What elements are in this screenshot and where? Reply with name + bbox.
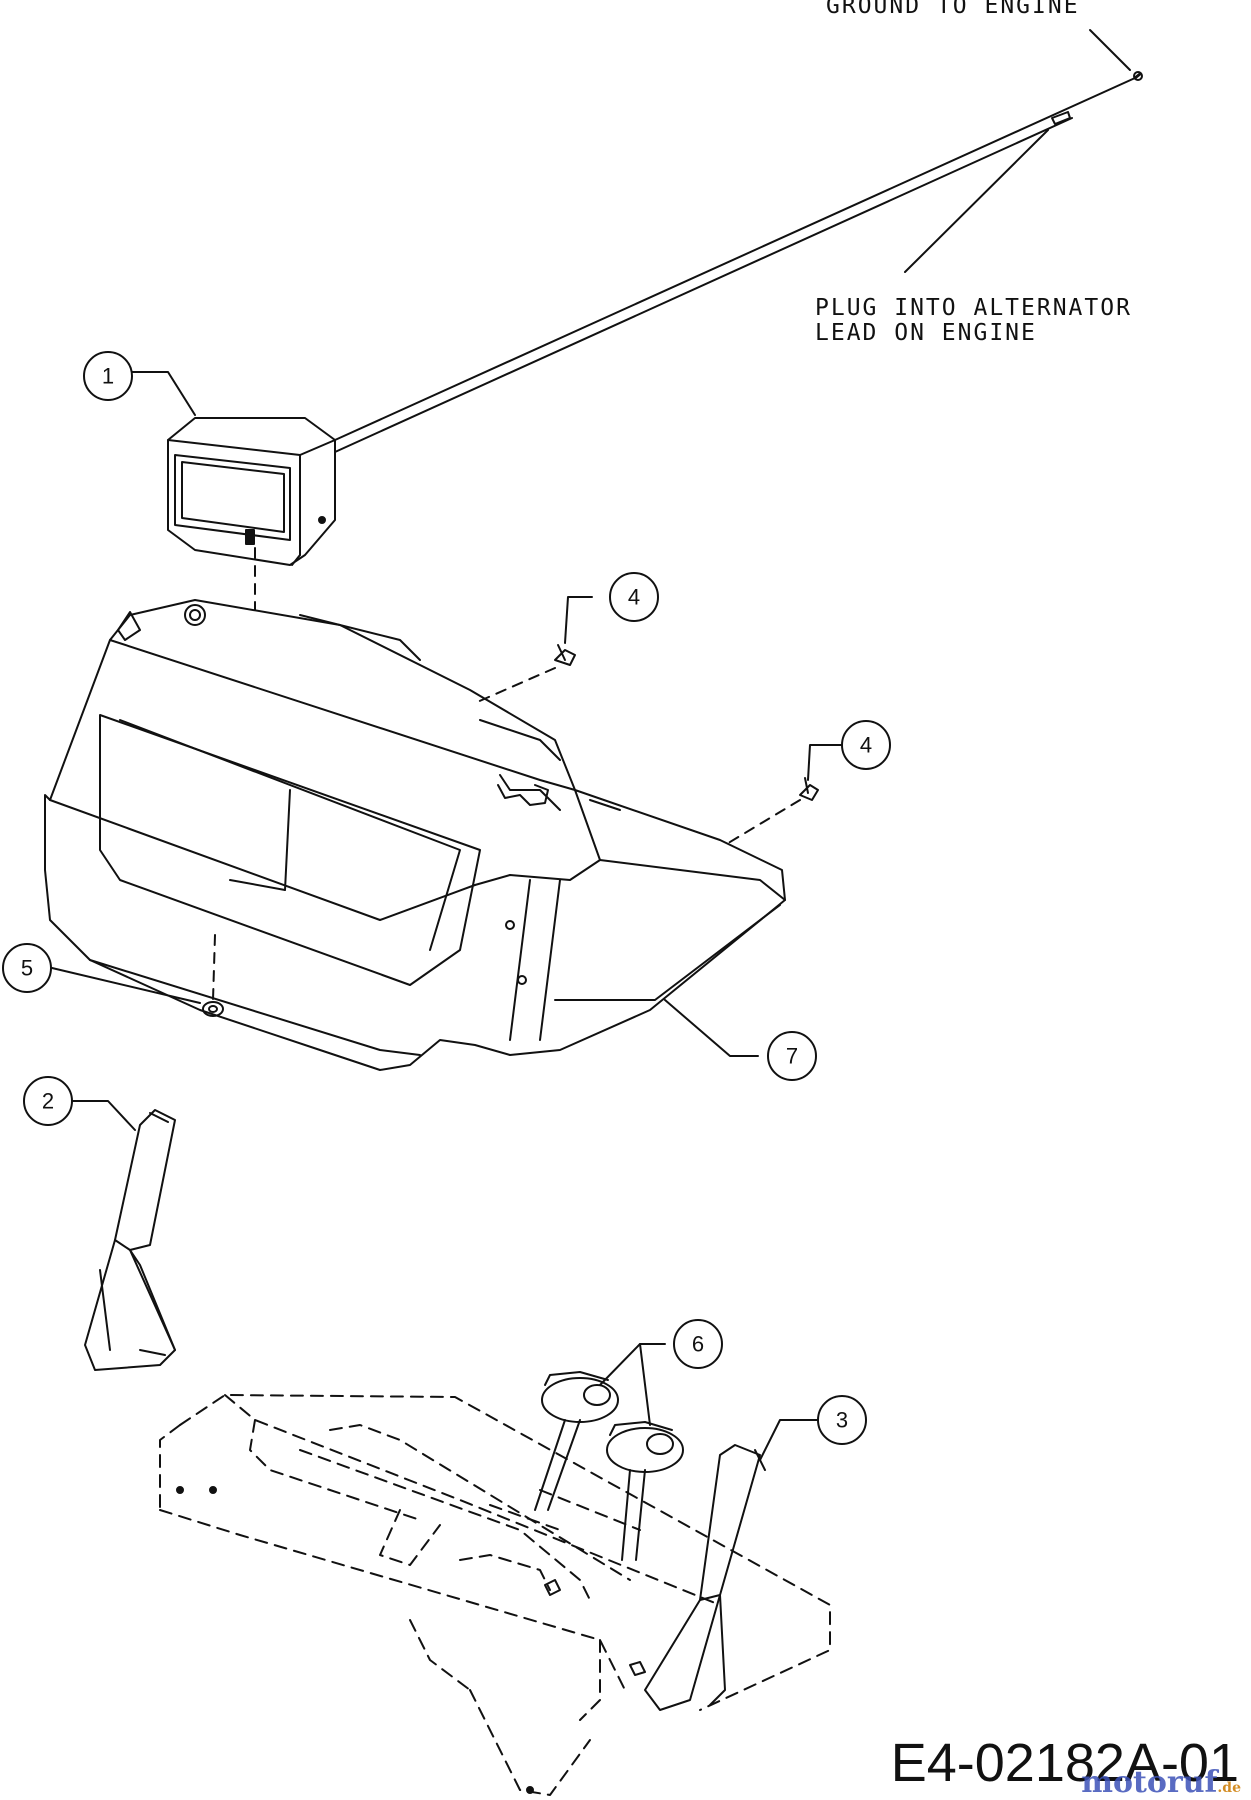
frame-reference	[159, 1394, 831, 1796]
callout-1-leader	[124, 371, 196, 416]
nut-part	[202, 1001, 224, 1017]
callout-4a: 4	[609, 572, 659, 622]
knob-part-lower	[606, 1421, 684, 1561]
callout-6-leader-b	[639, 1343, 651, 1426]
callout-4a-label: 4	[628, 585, 640, 610]
plug-leader	[904, 129, 1049, 273]
callout-2: 2	[23, 1076, 73, 1126]
callout-5-leader	[51, 967, 201, 1004]
dash-panel-part	[44, 599, 786, 1071]
knob-part-upper	[534, 1371, 619, 1511]
callout-6-leader-a	[599, 1343, 666, 1386]
callout-4b-label: 4	[860, 733, 872, 758]
frame-details	[176, 1486, 646, 1794]
wire-harness	[334, 71, 1143, 453]
plug-note-line1: PLUG INTO ALTERNATOR	[815, 295, 1132, 321]
hour-meter-part	[167, 417, 336, 566]
callout-2-label: 2	[42, 1089, 54, 1114]
callout-2-leader	[67, 1100, 136, 1131]
callout-3-leader	[759, 1419, 818, 1461]
assembly-line-5	[212, 934, 216, 1001]
callout-1-label: 1	[102, 364, 114, 389]
assembly-line-4a	[474, 667, 556, 704]
bolt-part-lower	[799, 777, 819, 801]
callout-1: 1	[83, 351, 133, 401]
ground-leader	[1089, 29, 1131, 71]
watermark-logo: motoruf.de	[1081, 1765, 1241, 1800]
callout-7-label: 7	[786, 1044, 798, 1069]
ground-note: GROUND TO ENGINE	[826, 0, 1080, 19]
watermark-text: motoruf	[1081, 1765, 1218, 1800]
callout-7: 7	[767, 1031, 817, 1081]
watermark-suffix: .de	[1217, 1780, 1241, 1796]
right-handle-part	[644, 1444, 766, 1711]
callout-6-label: 6	[692, 1332, 704, 1357]
plug-note-line2: LEAD ON ENGINE	[815, 320, 1037, 346]
callout-6: 6	[673, 1319, 723, 1369]
callout-4b-leader	[807, 744, 843, 781]
bolt-part-upper	[554, 644, 576, 666]
callout-5: 5	[2, 943, 52, 993]
callout-3: 3	[817, 1395, 867, 1445]
drawing-number: E4-02182A-01	[890, 1733, 1239, 1793]
callout-3-label: 3	[836, 1408, 848, 1433]
left-handle-part	[84, 1109, 176, 1371]
callout-4b: 4	[841, 720, 891, 770]
callout-5-label: 5	[21, 956, 33, 981]
callout-7-leader	[664, 999, 759, 1057]
callout-4a-leader	[564, 596, 593, 644]
assembly-line-4b	[724, 799, 801, 846]
